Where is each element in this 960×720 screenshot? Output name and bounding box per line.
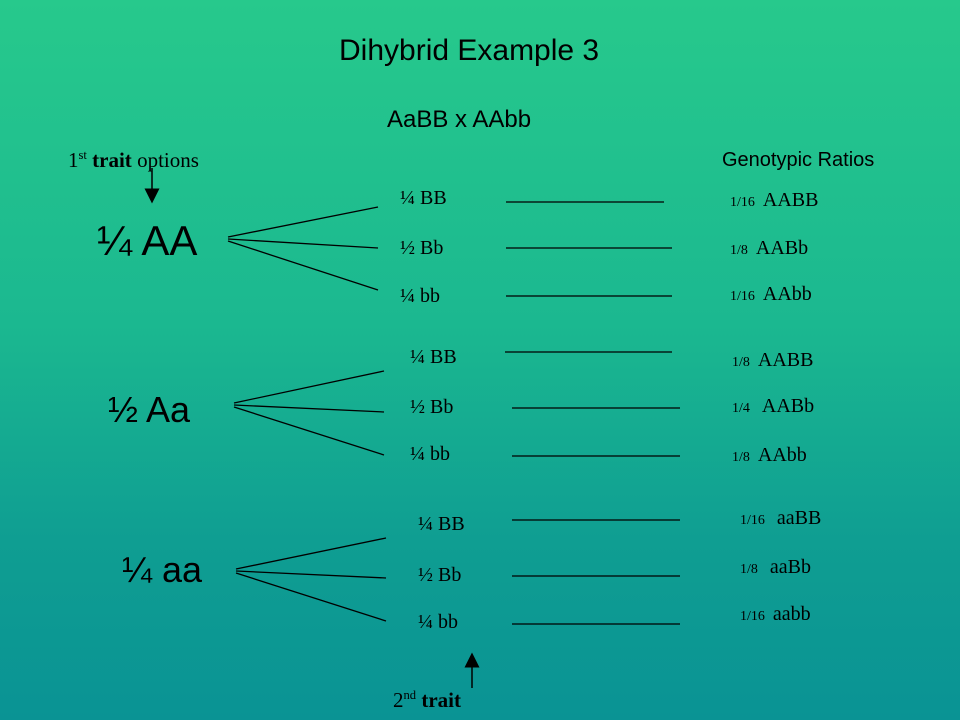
ratio-genotype: aabb [772, 603, 811, 625]
branch-label: ¼ bb [410, 443, 450, 465]
genotypic-ratios-label: Genotypic Ratios [722, 149, 875, 171]
parent-genotype: ¼ aa [122, 549, 203, 590]
genotype-ratio: 1/8 AABB [732, 350, 813, 370]
ratio-fraction: 1/8 [732, 355, 750, 370]
ratio-genotype: AABB [757, 349, 814, 371]
branch-label: ¼ BB [400, 187, 447, 209]
ratio-genotype: AAbb [762, 283, 812, 305]
branch-line [227, 240, 379, 291]
branch-line [235, 570, 387, 579]
ratio-genotype: aaBb [769, 556, 811, 578]
genotype-ratio: 1/8 AAbb [732, 445, 807, 465]
first-trait-options-label: 1st trait options [68, 148, 199, 172]
ratio-fraction: 1/16 [730, 195, 755, 210]
parent-genotype: ¼ AA [97, 217, 198, 264]
branch-label: ½ Bb [418, 564, 462, 586]
branch-line [235, 537, 387, 570]
branch-line [235, 572, 387, 622]
branch-line [233, 406, 385, 456]
branch-label: ¼ BB [410, 346, 457, 368]
ratio-genotype: AABb [761, 395, 815, 417]
genotype-ratio: 1/8 AABb [730, 238, 808, 258]
page-title: Dihybrid Example 3 [339, 34, 600, 67]
genotype-ratio: 1/16 AAbb [730, 284, 812, 304]
genotype-ratio: 1/8 aaBb [740, 557, 811, 577]
parent-genotype: ½ Aa [108, 389, 191, 430]
ratio-fraction: 1/16 [730, 289, 755, 304]
branch-label: ¼ bb [418, 611, 458, 633]
branch-label: ¼ BB [418, 513, 465, 535]
ratio-fraction: 1/8 [730, 243, 748, 258]
ratio-fraction: 1/16 [740, 513, 765, 528]
ratio-fraction: 1/8 [732, 450, 750, 465]
genotype-ratio: 1/16 aaBB [740, 508, 821, 528]
ratio-fraction: 1/8 [740, 562, 758, 577]
branch-label: ½ Bb [400, 237, 444, 259]
ratio-genotype: aaBB [776, 507, 822, 529]
branch-line [233, 370, 385, 404]
ratio-fraction: 1/4 [732, 401, 750, 416]
branch-line [227, 238, 379, 249]
genotype-ratio: 1/16 AABB [730, 190, 818, 210]
branch-label: ¼ bb [400, 285, 440, 307]
genotype-ratio: 1/16 aabb [740, 604, 811, 624]
ratio-genotype: AABb [755, 237, 809, 259]
ratio-genotype: AABB [762, 189, 819, 211]
cross-label: AaBB x AAbb [387, 106, 532, 133]
second-trait-label: 2nd trait [393, 688, 461, 712]
ratio-fraction: 1/16 [740, 609, 765, 624]
branch-line [233, 404, 385, 413]
branch-line [227, 206, 379, 238]
genotype-ratio: 1/4 AABb [732, 396, 814, 416]
branch-label: ½ Bb [410, 396, 454, 418]
ratio-genotype: AAbb [757, 444, 807, 466]
